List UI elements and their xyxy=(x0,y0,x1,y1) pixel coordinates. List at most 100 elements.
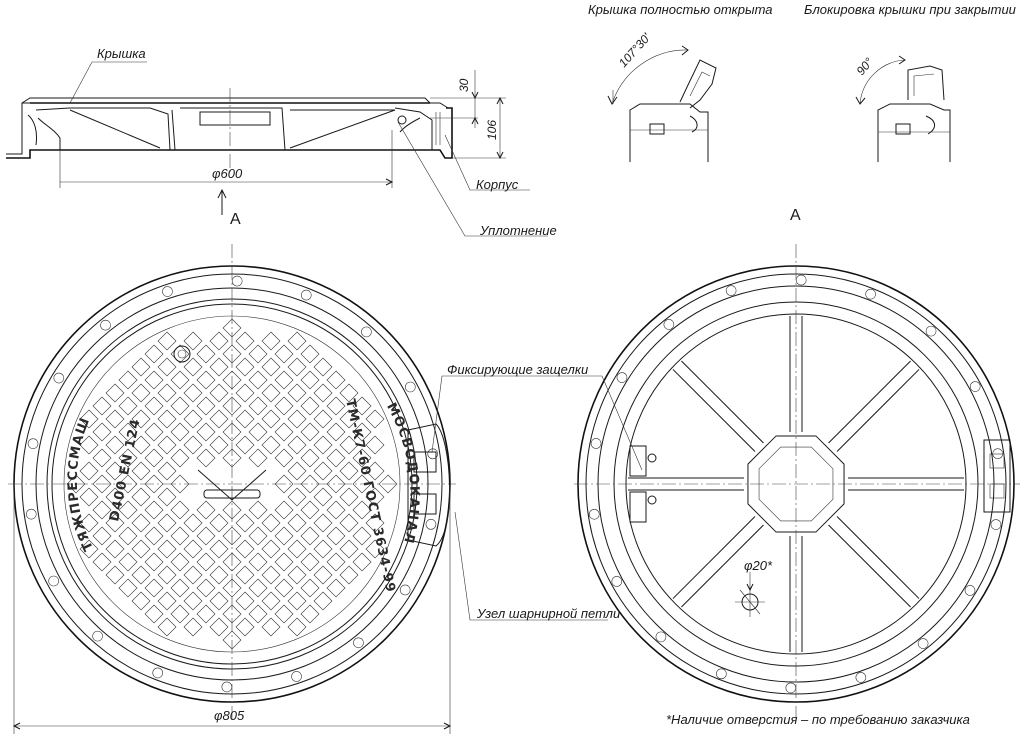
grid-cell xyxy=(92,448,112,468)
lug xyxy=(865,288,876,300)
grid-cell xyxy=(261,435,281,455)
lug xyxy=(427,448,439,460)
grid-cell xyxy=(196,526,216,546)
grid-cell xyxy=(183,565,203,585)
grid-cell xyxy=(261,357,281,377)
grid-cell xyxy=(352,526,372,546)
dim-h30: 30 xyxy=(457,78,471,92)
grid-cell xyxy=(144,474,164,494)
anti-slip-grid xyxy=(66,318,398,650)
grid-cell xyxy=(261,539,281,559)
grid-cell xyxy=(261,383,281,403)
grid-cell xyxy=(79,487,99,507)
grid-cell xyxy=(196,370,216,390)
lug xyxy=(300,289,312,301)
lug xyxy=(405,381,416,393)
lug xyxy=(655,631,667,643)
grid-cell xyxy=(92,552,112,572)
grid-cell xyxy=(209,409,229,429)
lug xyxy=(231,275,243,287)
grid-cell xyxy=(326,578,346,598)
grid-cell xyxy=(131,539,151,559)
grid-cell xyxy=(313,591,333,611)
grid-cell xyxy=(157,357,177,377)
grid-cell xyxy=(144,500,164,520)
grid-cell xyxy=(326,500,346,520)
grid-cell xyxy=(105,513,125,533)
grid-cell xyxy=(105,487,125,507)
grid-cell xyxy=(274,474,294,494)
grid-cell xyxy=(352,500,372,520)
grid-cell xyxy=(118,422,138,442)
grid-cell xyxy=(352,396,372,416)
grid-cell xyxy=(105,383,125,403)
grid-cell xyxy=(105,435,125,455)
grid-cell xyxy=(313,487,333,507)
bottom-view-frame xyxy=(574,244,1020,720)
grid-cell xyxy=(235,383,255,403)
grid-cell xyxy=(365,513,385,533)
grid-cell xyxy=(235,591,255,611)
grid-cell xyxy=(248,370,268,390)
grid-cell xyxy=(235,409,255,429)
grid-cell xyxy=(248,344,268,364)
grid-cell xyxy=(248,448,268,468)
grid-cell xyxy=(287,357,307,377)
grid-cell xyxy=(261,513,281,533)
grid-cell xyxy=(287,513,307,533)
open-full-label: Крышка полностью открыта xyxy=(588,2,773,17)
seal-label: Уплотнение xyxy=(479,223,557,238)
grid-cell xyxy=(313,461,333,481)
grid-cell xyxy=(326,422,346,442)
lug xyxy=(795,274,807,286)
lug xyxy=(361,326,372,338)
grid-cell xyxy=(274,500,294,520)
lug xyxy=(221,681,233,693)
lug xyxy=(590,438,602,449)
rib xyxy=(681,524,764,608)
lug xyxy=(611,576,623,587)
grid-cell xyxy=(131,409,151,429)
grid-cell xyxy=(170,474,190,494)
grid-cell xyxy=(352,422,372,442)
view-mark-a-right: A xyxy=(790,207,801,224)
lug xyxy=(92,630,103,642)
grid-cell xyxy=(196,344,216,364)
grid-cell xyxy=(196,500,216,520)
grid-cell xyxy=(66,474,86,494)
grid-cell xyxy=(378,474,398,494)
grid-cell xyxy=(170,370,190,390)
open-lid-detail xyxy=(607,45,717,162)
grid-cell xyxy=(105,461,125,481)
grid-cell xyxy=(313,383,333,403)
grid-cell xyxy=(183,383,203,403)
lug xyxy=(925,325,937,337)
grid-cell xyxy=(92,474,112,494)
grid-cell xyxy=(157,461,177,481)
grid-cell xyxy=(287,487,307,507)
grid-cell xyxy=(261,617,281,637)
grid-cell xyxy=(92,396,112,416)
grid-cell xyxy=(287,617,307,637)
dim-angle-lock: 90° xyxy=(854,55,877,78)
dim-h106: 106 xyxy=(485,120,499,140)
grid-cell xyxy=(222,422,242,442)
grid-cell xyxy=(339,513,359,533)
lug xyxy=(964,585,976,596)
rib xyxy=(828,360,911,444)
grid-cell xyxy=(365,409,385,429)
grid-cell xyxy=(300,344,320,364)
grid-cell xyxy=(365,461,385,481)
grid-cell xyxy=(183,331,203,351)
grid-cell xyxy=(157,331,177,351)
grid-cell xyxy=(196,604,216,624)
grid-cell xyxy=(274,552,294,572)
lug xyxy=(100,319,111,331)
lug xyxy=(725,285,737,296)
grid-cell xyxy=(248,396,268,416)
grid-cell xyxy=(365,539,385,559)
grid-cell xyxy=(209,617,229,637)
grid-cell xyxy=(118,448,138,468)
dim-d20: φ20* xyxy=(744,558,773,573)
grid-cell xyxy=(131,513,151,533)
